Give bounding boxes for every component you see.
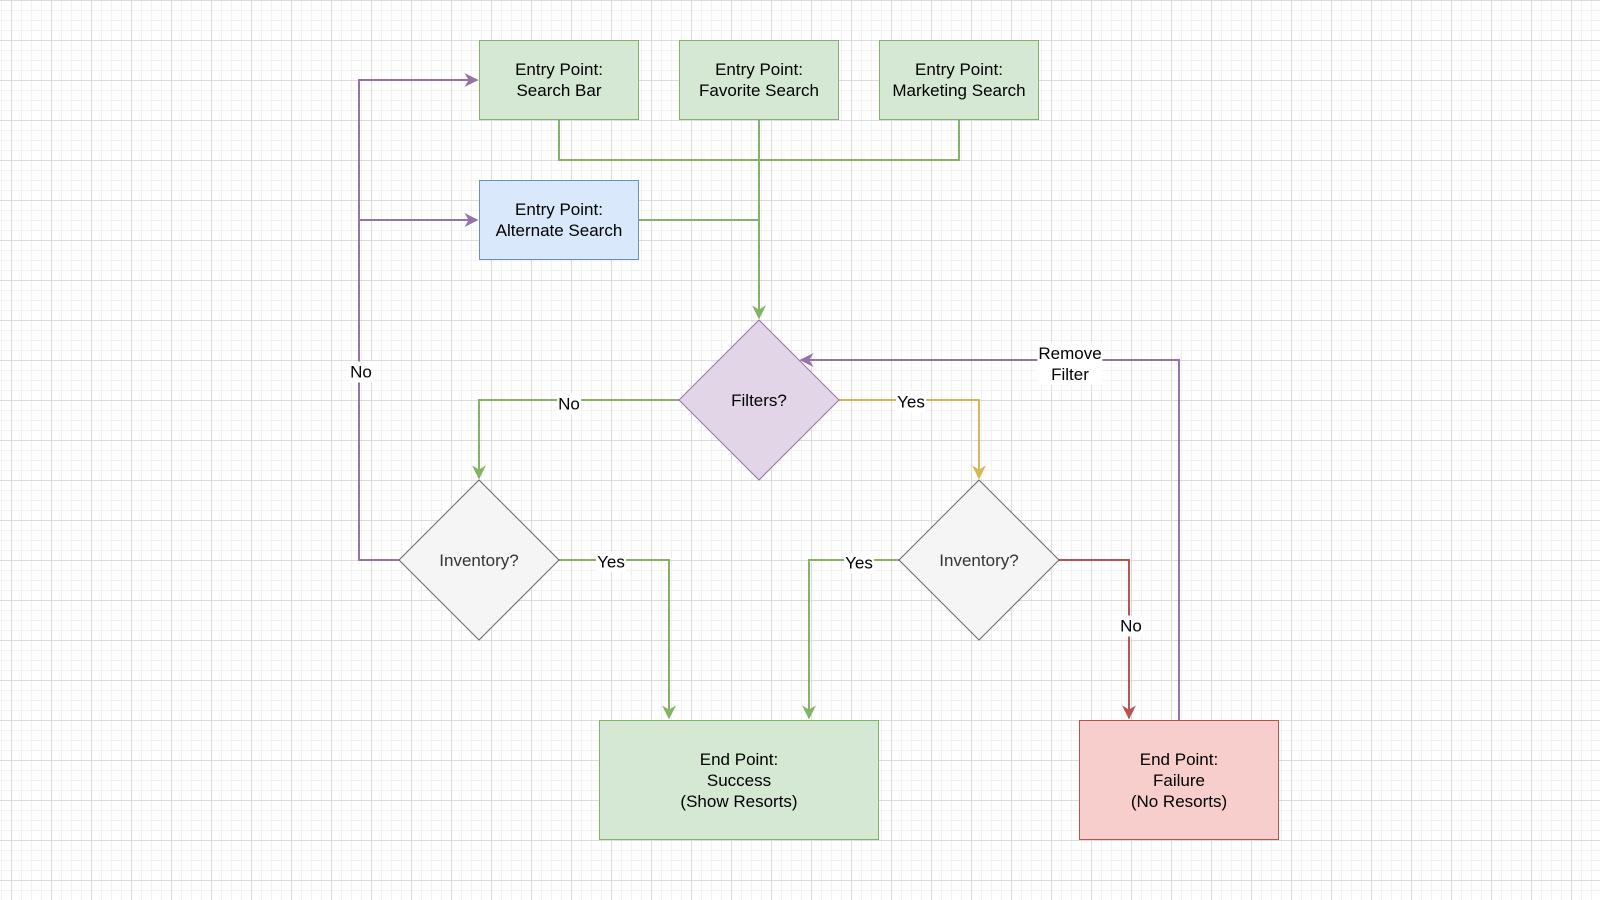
edge-inventory-left-no[interactable] [358,73,479,561]
entry-favorite-search-node[interactable]: Entry Point: Favorite Search [679,40,839,120]
edge-filters-yes[interactable] [839,399,986,480]
inventory-right-label: Inventory? [939,551,1019,570]
end-success-node[interactable]: End Point: Success (Show Resorts) [599,720,879,840]
edge-remove-filter[interactable] [799,353,1180,720]
edge-filters-no[interactable] [472,399,679,480]
edge-label-remove-filter: Remove Filter [1037,343,1103,385]
edge-label-inventory-right-no: No [1119,615,1143,637]
entry-alternate-search-node[interactable]: Entry Point: Alternate Search [479,180,639,260]
edge-search-bar-to-filters[interactable] [558,120,759,161]
edge-label-loop-no: No [349,361,373,383]
edge-inventory-right-yes[interactable] [802,559,899,720]
edge-label-filters-no: No [557,393,581,415]
edge-inventory-left-yes[interactable] [559,559,676,720]
edge-marketing-to-filters[interactable] [759,120,960,161]
filters-label: Filters? [731,391,787,410]
entry-search-bar-node[interactable]: Entry Point: Search Bar [479,40,639,120]
inventory-left-diamond[interactable] [398,479,560,641]
edge-label-inventory-left-yes: Yes [596,551,626,573]
entry-marketing-search-node[interactable]: Entry Point: Marketing Search [879,40,1039,120]
edge-label-filters-yes: Yes [896,391,926,413]
end-failure-node[interactable]: End Point: Failure (No Resorts) [1079,720,1279,840]
filters-diamond[interactable] [678,319,840,481]
edge-label-inventory-right-yes: Yes [844,552,874,574]
inventory-right-diamond[interactable] [898,479,1060,641]
edge-inventory-right-no[interactable] [1059,559,1136,720]
inventory-left-label: Inventory? [439,551,519,570]
